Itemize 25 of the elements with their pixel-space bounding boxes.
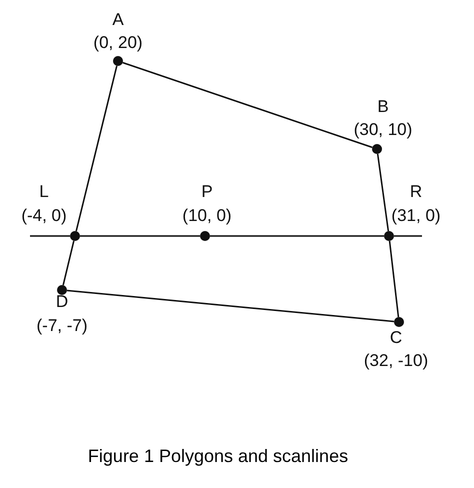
point-coordinates: (-7, -7) [36, 316, 88, 336]
point-coordinates: (31, 0) [391, 206, 441, 226]
polygon-edge [66, 290, 394, 322]
figure-caption: Figure 1 Polygons and scanlines [86, 446, 350, 467]
point-name: C [390, 328, 402, 348]
scanline [30, 235, 70, 237]
scanline [80, 235, 200, 237]
point-name: P [201, 182, 213, 202]
scanline [394, 235, 422, 237]
polygon-edge [75, 66, 118, 232]
point-coordinates: (30, 10) [354, 120, 412, 140]
polygon-edge [122, 62, 372, 148]
point-coordinates: (0, 20) [93, 33, 143, 53]
polygon-edge [62, 240, 75, 286]
point-name: L [39, 182, 49, 202]
point-name: A [112, 10, 124, 30]
polygon-edge [388, 240, 400, 318]
point-coordinates: (-4, 0) [21, 206, 67, 226]
scanline [210, 235, 384, 237]
point-coordinates: (10, 0) [182, 206, 232, 226]
point-name: D [56, 292, 68, 312]
point-name: R [410, 182, 422, 202]
point-name: B [377, 97, 389, 117]
polygon-edge [376, 154, 390, 232]
point-coordinates: (32, -10) [364, 351, 428, 371]
